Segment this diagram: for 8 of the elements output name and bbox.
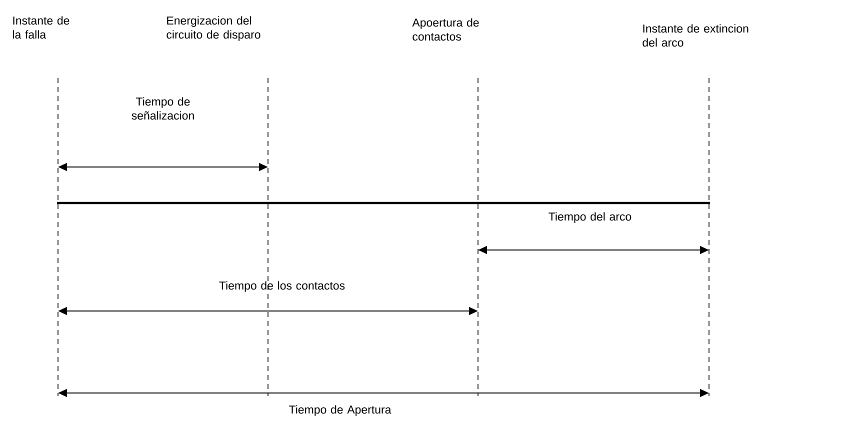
label: Tiempo de los contactos <box>219 281 345 292</box>
label: Tiempo de señalizacion <box>132 97 194 120</box>
label: Tiempo del arco <box>548 212 632 223</box>
label: Instante de la falla <box>12 16 70 39</box>
label: Tiempo de Apertura <box>289 405 392 416</box>
label: Apoertura de contactos <box>412 18 479 41</box>
label: Instante de extincion del arco <box>642 24 748 47</box>
label: Energizacion del circuito de disparo <box>166 16 260 41</box>
